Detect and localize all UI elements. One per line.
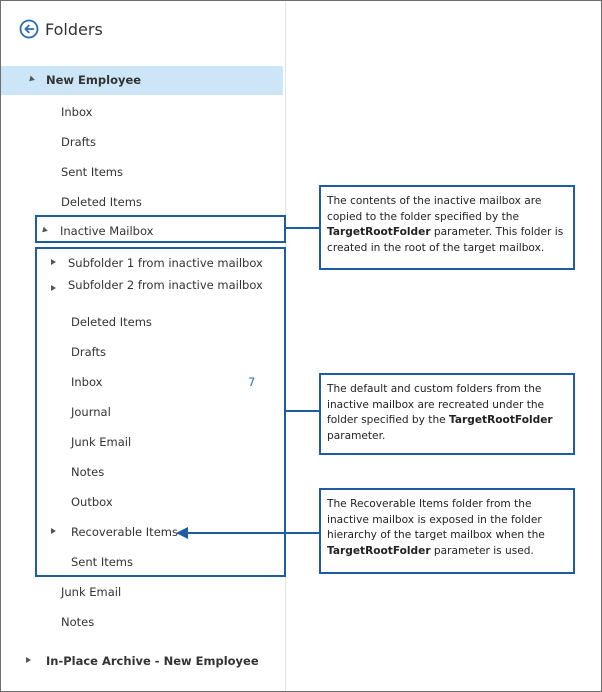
callout-default-custom-folders: The default and custom folders from the … — [319, 373, 575, 455]
expand-arrow-icon[interactable] — [51, 285, 56, 291]
folder-notes[interactable]: Notes — [61, 615, 95, 629]
callout-recoverable-items: The Recoverable Items folder from the in… — [319, 488, 575, 574]
folder-sent-items[interactable]: Sent Items — [61, 165, 123, 179]
folder-inner-inbox[interactable]: Inbox — [71, 375, 103, 389]
folder-label: Inactive Mailbox — [60, 224, 154, 238]
connector-line — [286, 410, 320, 412]
callout-keyword: TargetRootFolder — [327, 226, 431, 238]
folder-subfolder-1[interactable]: Subfolder 1 from inactive mailbox — [51, 256, 281, 272]
folder-deleted-items[interactable]: Deleted Items — [61, 195, 142, 209]
folder-new-employee[interactable]: New Employee — [1, 66, 283, 95]
folder-label: In-Place Archive - New Employee — [46, 654, 259, 668]
folder-drafts[interactable]: Drafts — [61, 135, 96, 149]
callout-keyword: TargetRootFolder — [327, 544, 431, 557]
expand-arrow-icon[interactable] — [51, 259, 56, 265]
folder-inner-junk-email[interactable]: Junk Email — [71, 435, 132, 449]
folder-label: New Employee — [46, 73, 142, 87]
expand-arrow-icon[interactable] — [26, 657, 31, 663]
folder-subfolder-2[interactable]: Subfolder 2 from inactive mailbox — [51, 278, 281, 294]
folder-label: Recoverable Items — [71, 525, 178, 539]
highlight-box-inactive-mailbox — [35, 215, 286, 243]
folder-inner-outbox[interactable]: Outbox — [71, 495, 113, 509]
folder-label: Subfolder 2 from inactive mailbox — [68, 278, 263, 292]
unread-count-badge: 7 — [248, 375, 256, 389]
expand-arrow-icon[interactable] — [51, 528, 56, 534]
callout-text: parameter. This folder is created in the… — [327, 226, 564, 254]
highlight-box-subfolders — [35, 247, 286, 577]
folder-inner-recoverable-items[interactable]: Recoverable Items — [51, 525, 191, 541]
callout-text: parameter. — [327, 429, 386, 442]
page-title: Folders — [45, 19, 103, 39]
callout-text: The Recoverable Items folder from the in… — [327, 498, 545, 541]
callout-text: The contents of the inactive mailbox are… — [327, 195, 542, 223]
folder-inbox[interactable]: Inbox — [61, 105, 93, 119]
folders-header[interactable]: Folders — [19, 17, 103, 41]
callout-keyword: TargetRootFolder — [449, 414, 553, 426]
folder-in-place-archive[interactable]: In-Place Archive - New Employee — [26, 654, 276, 670]
folder-inner-sent-items[interactable]: Sent Items — [71, 555, 133, 569]
folder-inactive-mailbox[interactable]: Inactive Mailbox — [40, 224, 270, 240]
folder-inner-drafts[interactable]: Drafts — [71, 345, 106, 359]
connector-line — [286, 227, 320, 229]
back-arrow-icon[interactable] — [19, 19, 39, 39]
folder-inner-journal[interactable]: Journal — [71, 405, 111, 419]
callout-text: parameter is used. — [430, 544, 534, 557]
folder-junk-email[interactable]: Junk Email — [61, 585, 122, 599]
folder-inner-notes[interactable]: Notes — [71, 465, 105, 479]
callout-target-root-folder: The contents of the inactive mailbox are… — [319, 185, 575, 270]
callout-text: The default and custom folders from the … — [327, 383, 545, 426]
folder-label: Subfolder 1 from inactive mailbox — [68, 256, 263, 270]
folder-inner-deleted-items[interactable]: Deleted Items — [71, 315, 152, 329]
